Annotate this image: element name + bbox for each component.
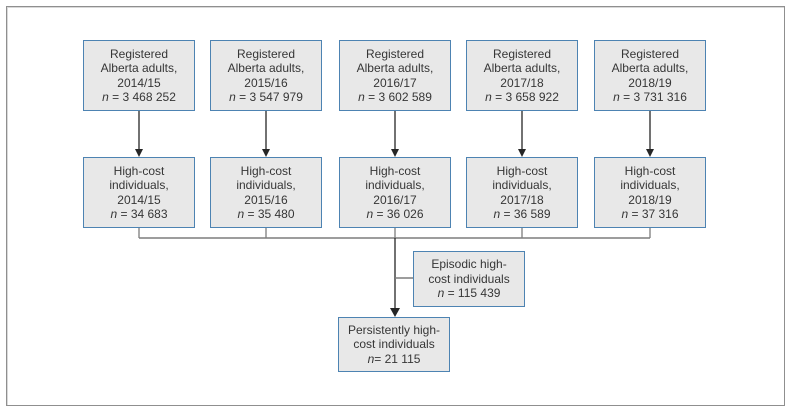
box-line: High-cost xyxy=(369,163,421,178)
box-n-value: n = 3 547 979 xyxy=(229,90,303,104)
box-episodic-highcost: Episodic high- cost individuals n = 115 … xyxy=(413,251,525,307)
box-n-value: n = 35 480 xyxy=(237,207,295,221)
box-line: Alberta adults, xyxy=(356,61,434,75)
box-n-value: n = 37 316 xyxy=(621,207,679,221)
box-line: 2014/15 xyxy=(117,192,161,207)
box-line: 2018/19 xyxy=(628,75,672,90)
box-n-value: n = 34 683 xyxy=(110,207,168,221)
box-line: High-cost xyxy=(624,163,676,178)
box-persistently-highcost: Persistently high- cost individuals n= 2… xyxy=(338,317,450,372)
box-line: High-cost xyxy=(496,163,548,178)
box-line: Registered xyxy=(109,46,169,61)
box-line: High-cost xyxy=(240,163,292,178)
box-line: 2014/15 xyxy=(117,75,161,90)
box-line: Registered xyxy=(236,46,296,61)
box-line: cost individuals xyxy=(428,271,510,286)
box-n-value: n= 21 115 xyxy=(367,351,421,366)
box-line: Alberta adults, xyxy=(611,61,689,75)
box-line: Episodic high- xyxy=(431,257,507,272)
box-line: Alberta adults, xyxy=(100,61,178,75)
box-n-value: n = 3 658 922 xyxy=(485,90,559,104)
box-registered-2018-19: Registered Alberta adults, 2018/19 n = 3… xyxy=(594,40,706,111)
box-registered-2016-17: Registered Alberta adults, 2016/17 n = 3… xyxy=(339,40,451,111)
box-n-value: n = 36 026 xyxy=(366,207,424,221)
box-line: 2015/16 xyxy=(244,192,288,207)
box-line: individuals, xyxy=(620,178,680,192)
box-line: 2016/17 xyxy=(373,75,417,90)
box-line: individuals, xyxy=(492,178,552,192)
box-line: 2018/19 xyxy=(628,192,672,207)
box-registered-2017-18: Registered Alberta adults, 2017/18 n = 3… xyxy=(466,40,578,111)
box-line: 2016/17 xyxy=(373,192,417,207)
box-line: individuals, xyxy=(236,178,296,192)
box-line: 2017/18 xyxy=(500,192,544,207)
box-registered-2015-16: Registered Alberta adults, 2015/16 n = 3… xyxy=(210,40,322,111)
box-highcost-2017-18: High-cost individuals, 2017/18 n = 36 58… xyxy=(466,157,578,228)
box-n-value: n = 115 439 xyxy=(437,286,501,301)
box-line: Registered xyxy=(365,46,425,61)
box-line: 2015/16 xyxy=(244,75,288,90)
box-n-value: n = 3 468 252 xyxy=(102,90,176,104)
box-line: cost individuals xyxy=(353,337,435,352)
box-line: High-cost xyxy=(113,163,165,178)
box-n-value: n = 3 602 589 xyxy=(358,90,432,104)
box-highcost-2014-15: High-cost individuals, 2014/15 n = 34 68… xyxy=(83,157,195,228)
box-registered-2014-15: Registered Alberta adults, 2014/15 n = 3… xyxy=(83,40,195,111)
box-line: Registered xyxy=(492,46,552,61)
box-line: individuals, xyxy=(365,178,425,192)
box-line: Persistently high- xyxy=(347,322,441,337)
box-line: 2017/18 xyxy=(500,75,544,90)
box-line: Registered xyxy=(620,46,680,61)
box-n-value: n = 36 589 xyxy=(493,207,551,221)
box-highcost-2015-16: High-cost individuals, 2015/16 n = 35 48… xyxy=(210,157,322,228)
box-highcost-2018-19: High-cost individuals, 2018/19 n = 37 31… xyxy=(594,157,706,228)
box-highcost-2016-17: High-cost individuals, 2016/17 n = 36 02… xyxy=(339,157,451,228)
box-line: individuals, xyxy=(109,178,169,192)
box-line: Alberta adults, xyxy=(483,61,561,75)
box-line: Alberta adults, xyxy=(227,61,305,75)
figure-frame xyxy=(6,6,785,406)
box-n-value: n = 3 731 316 xyxy=(613,90,687,104)
